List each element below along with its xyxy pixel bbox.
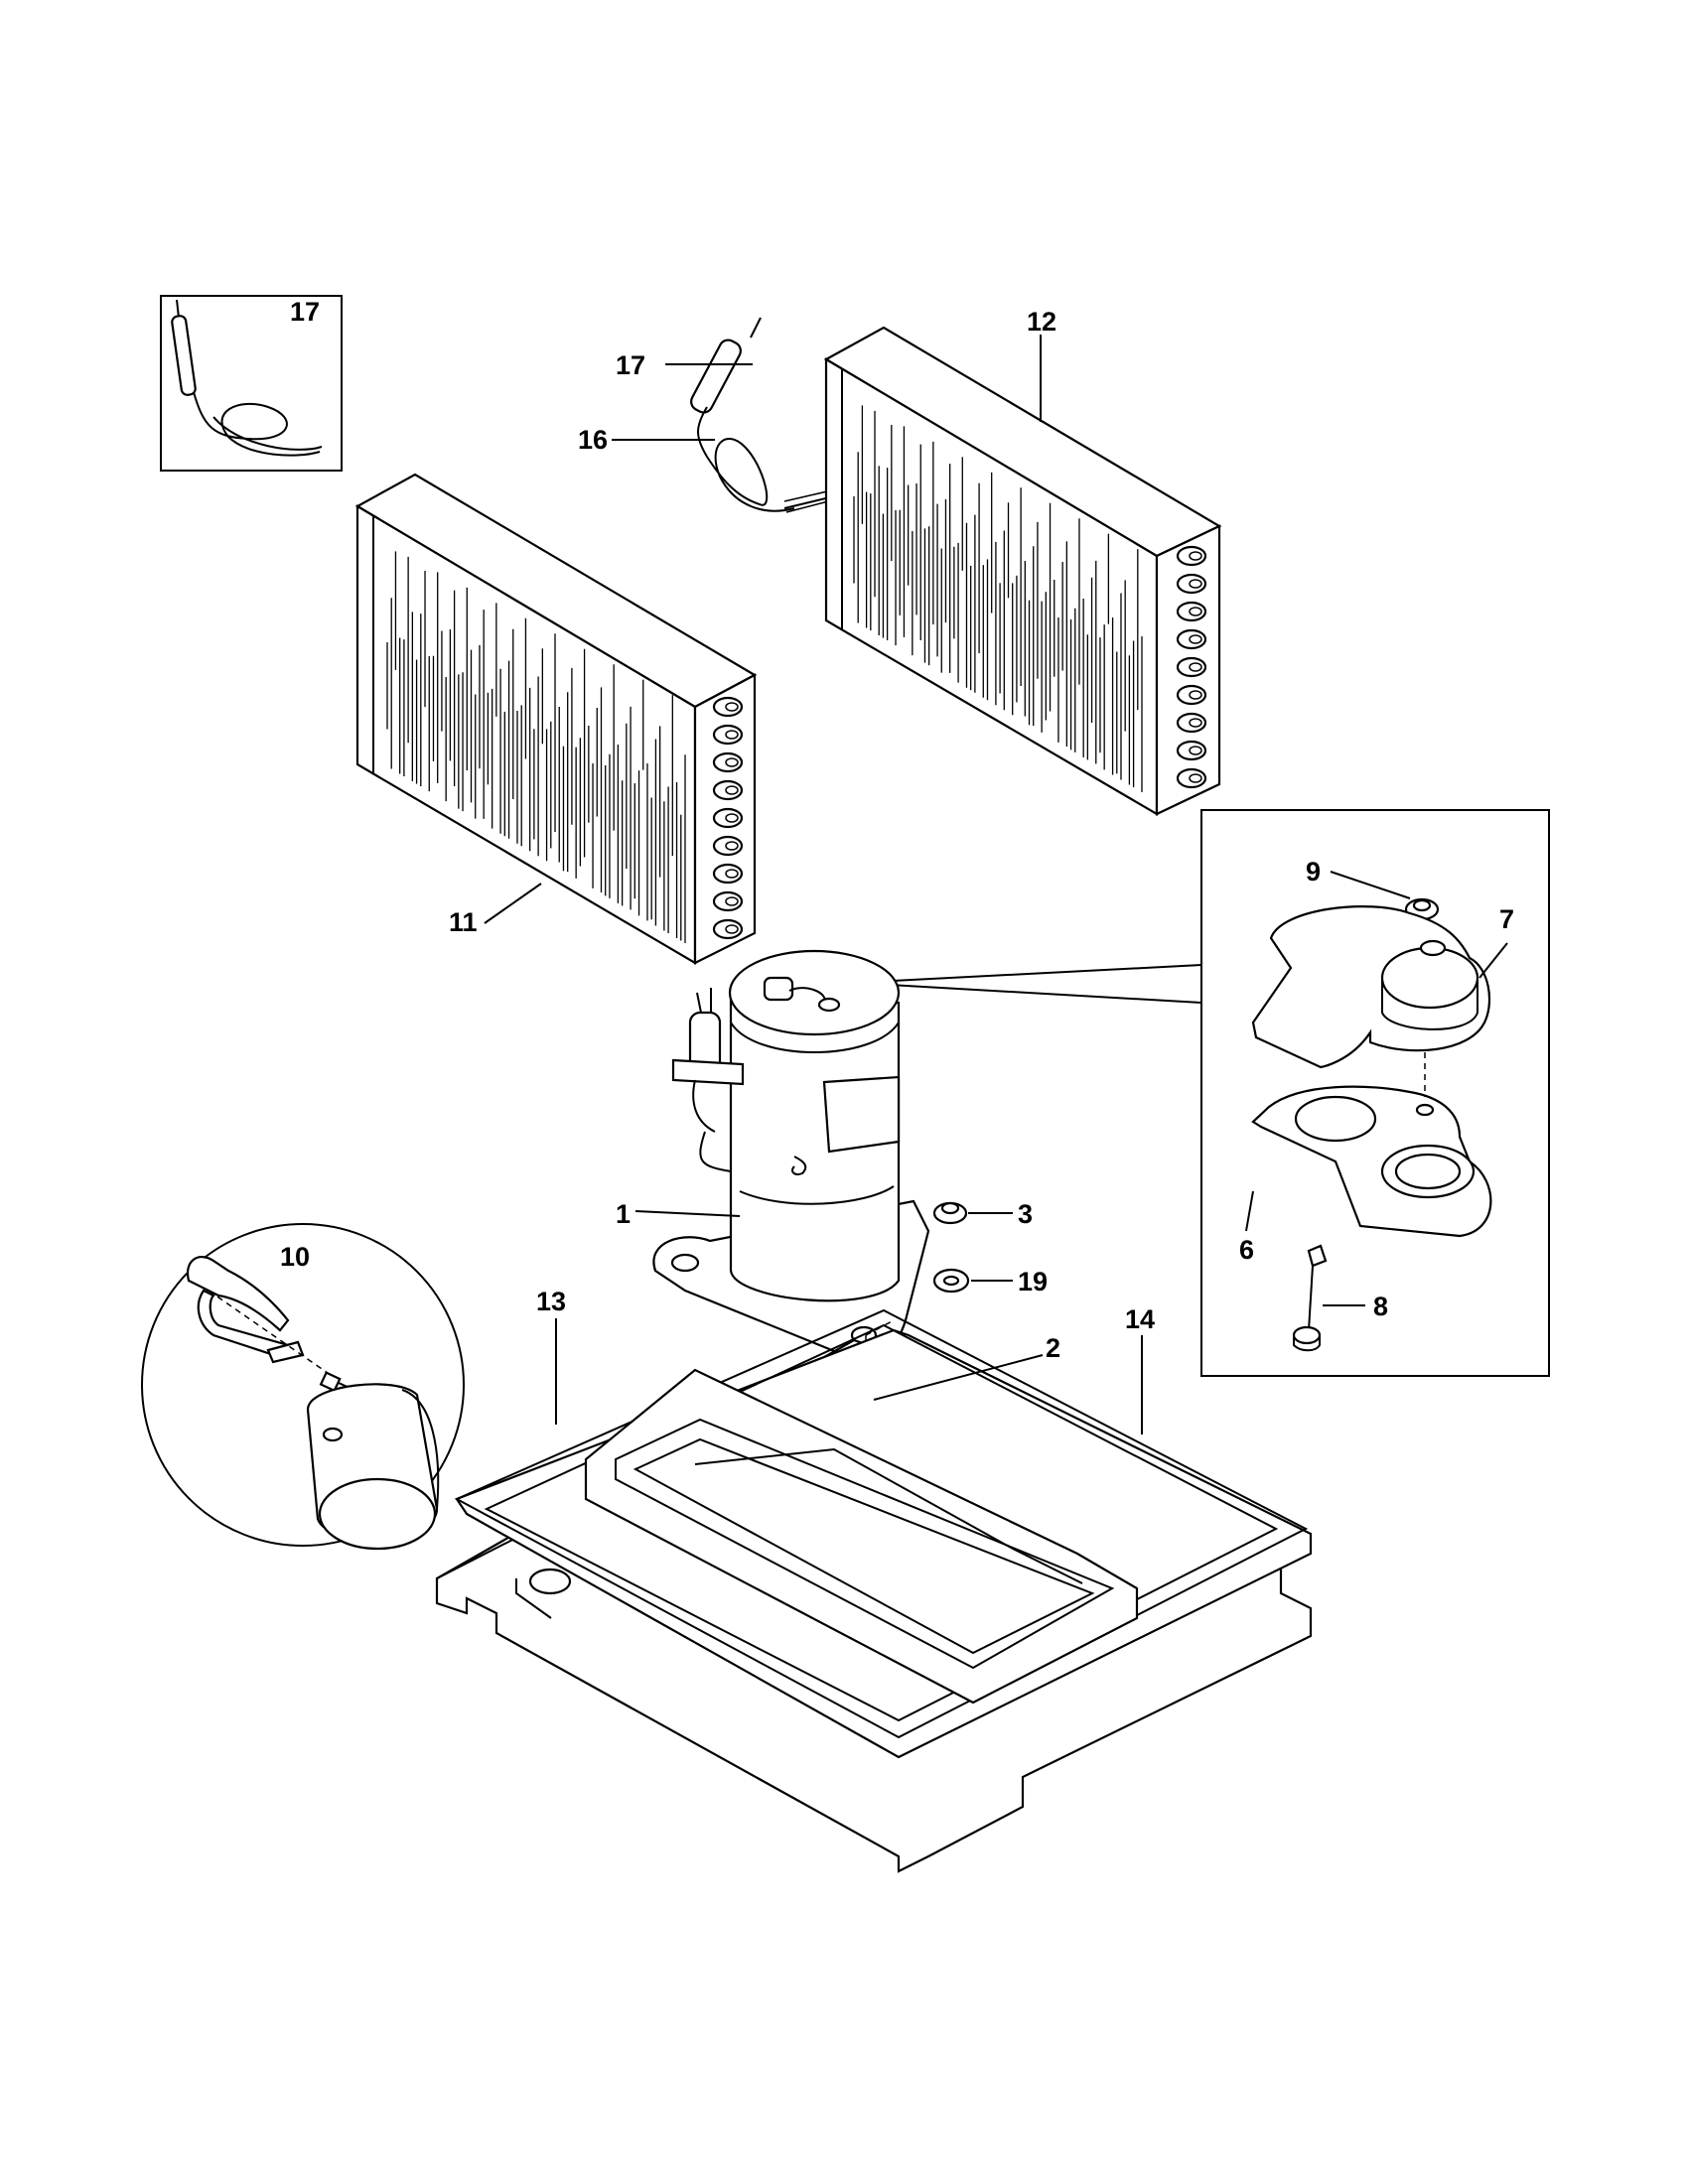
capillary-tube-assembly <box>690 317 837 513</box>
callout-14: 14 <box>1125 1304 1155 1334</box>
nut-3 <box>932 1201 968 1225</box>
callout-17-inset: 17 <box>290 297 320 327</box>
callout-2: 2 <box>1046 1333 1060 1363</box>
washer-19 <box>932 1268 970 1294</box>
inset-terminal-cover <box>1200 809 1550 1377</box>
callout-11: 11 <box>449 907 478 937</box>
callout-13: 13 <box>536 1287 566 1316</box>
inset-leader-lower <box>853 982 1202 1004</box>
callout-10: 10 <box>280 1242 310 1272</box>
base-pan <box>435 1308 1313 1873</box>
callout-17: 17 <box>616 350 645 380</box>
coil-12 <box>823 326 1222 816</box>
callout-9: 9 <box>1306 857 1321 887</box>
compressor <box>652 949 930 1361</box>
callout-3: 3 <box>1018 1199 1033 1229</box>
callout-1: 1 <box>616 1199 631 1229</box>
callout-7: 7 <box>1499 904 1514 934</box>
callout-16: 16 <box>578 425 608 455</box>
inset-leader-upper <box>853 964 1202 984</box>
detail-clamp <box>141 1223 465 1551</box>
leader-lines <box>484 335 1508 1434</box>
callout-12: 12 <box>1027 307 1056 337</box>
callout-6: 6 <box>1239 1235 1254 1265</box>
coil-11 <box>354 473 758 965</box>
callout-19: 19 <box>1018 1267 1048 1297</box>
callout-8: 8 <box>1373 1292 1388 1321</box>
inset-filter-drier <box>160 295 343 472</box>
